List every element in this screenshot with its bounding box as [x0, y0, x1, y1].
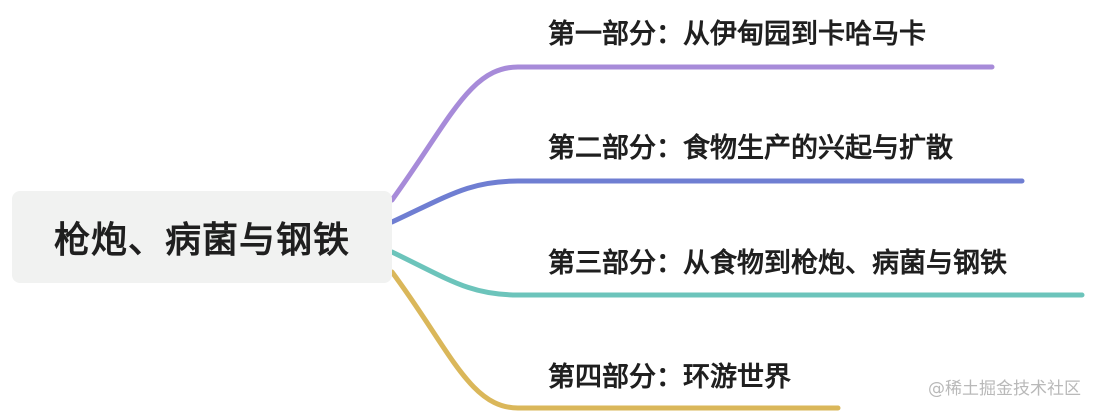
branch-node-1[interactable]: 第一部分：从伊甸园到卡哈马卡 — [548, 19, 926, 50]
branch-connector-3 — [389, 249, 1085, 298]
watermark: @稀土掘金技术社区 — [928, 379, 1081, 399]
root-node[interactable]: 枪炮、病菌与钢铁 — [12, 191, 392, 283]
branch-connector-4 — [389, 269, 841, 411]
branch-node-4[interactable]: 第四部分：环游世界 — [548, 362, 791, 393]
root-label: 枪炮、病菌与钢铁 — [53, 220, 350, 261]
branch-connector-2 — [389, 178, 1025, 225]
branch-node-3[interactable]: 第三部分：从食物到枪炮、病菌与钢铁 — [548, 248, 1007, 279]
branch-node-2[interactable]: 第二部分：食物生产的兴起与扩散 — [548, 133, 953, 164]
branch-connector-1 — [389, 64, 995, 203]
